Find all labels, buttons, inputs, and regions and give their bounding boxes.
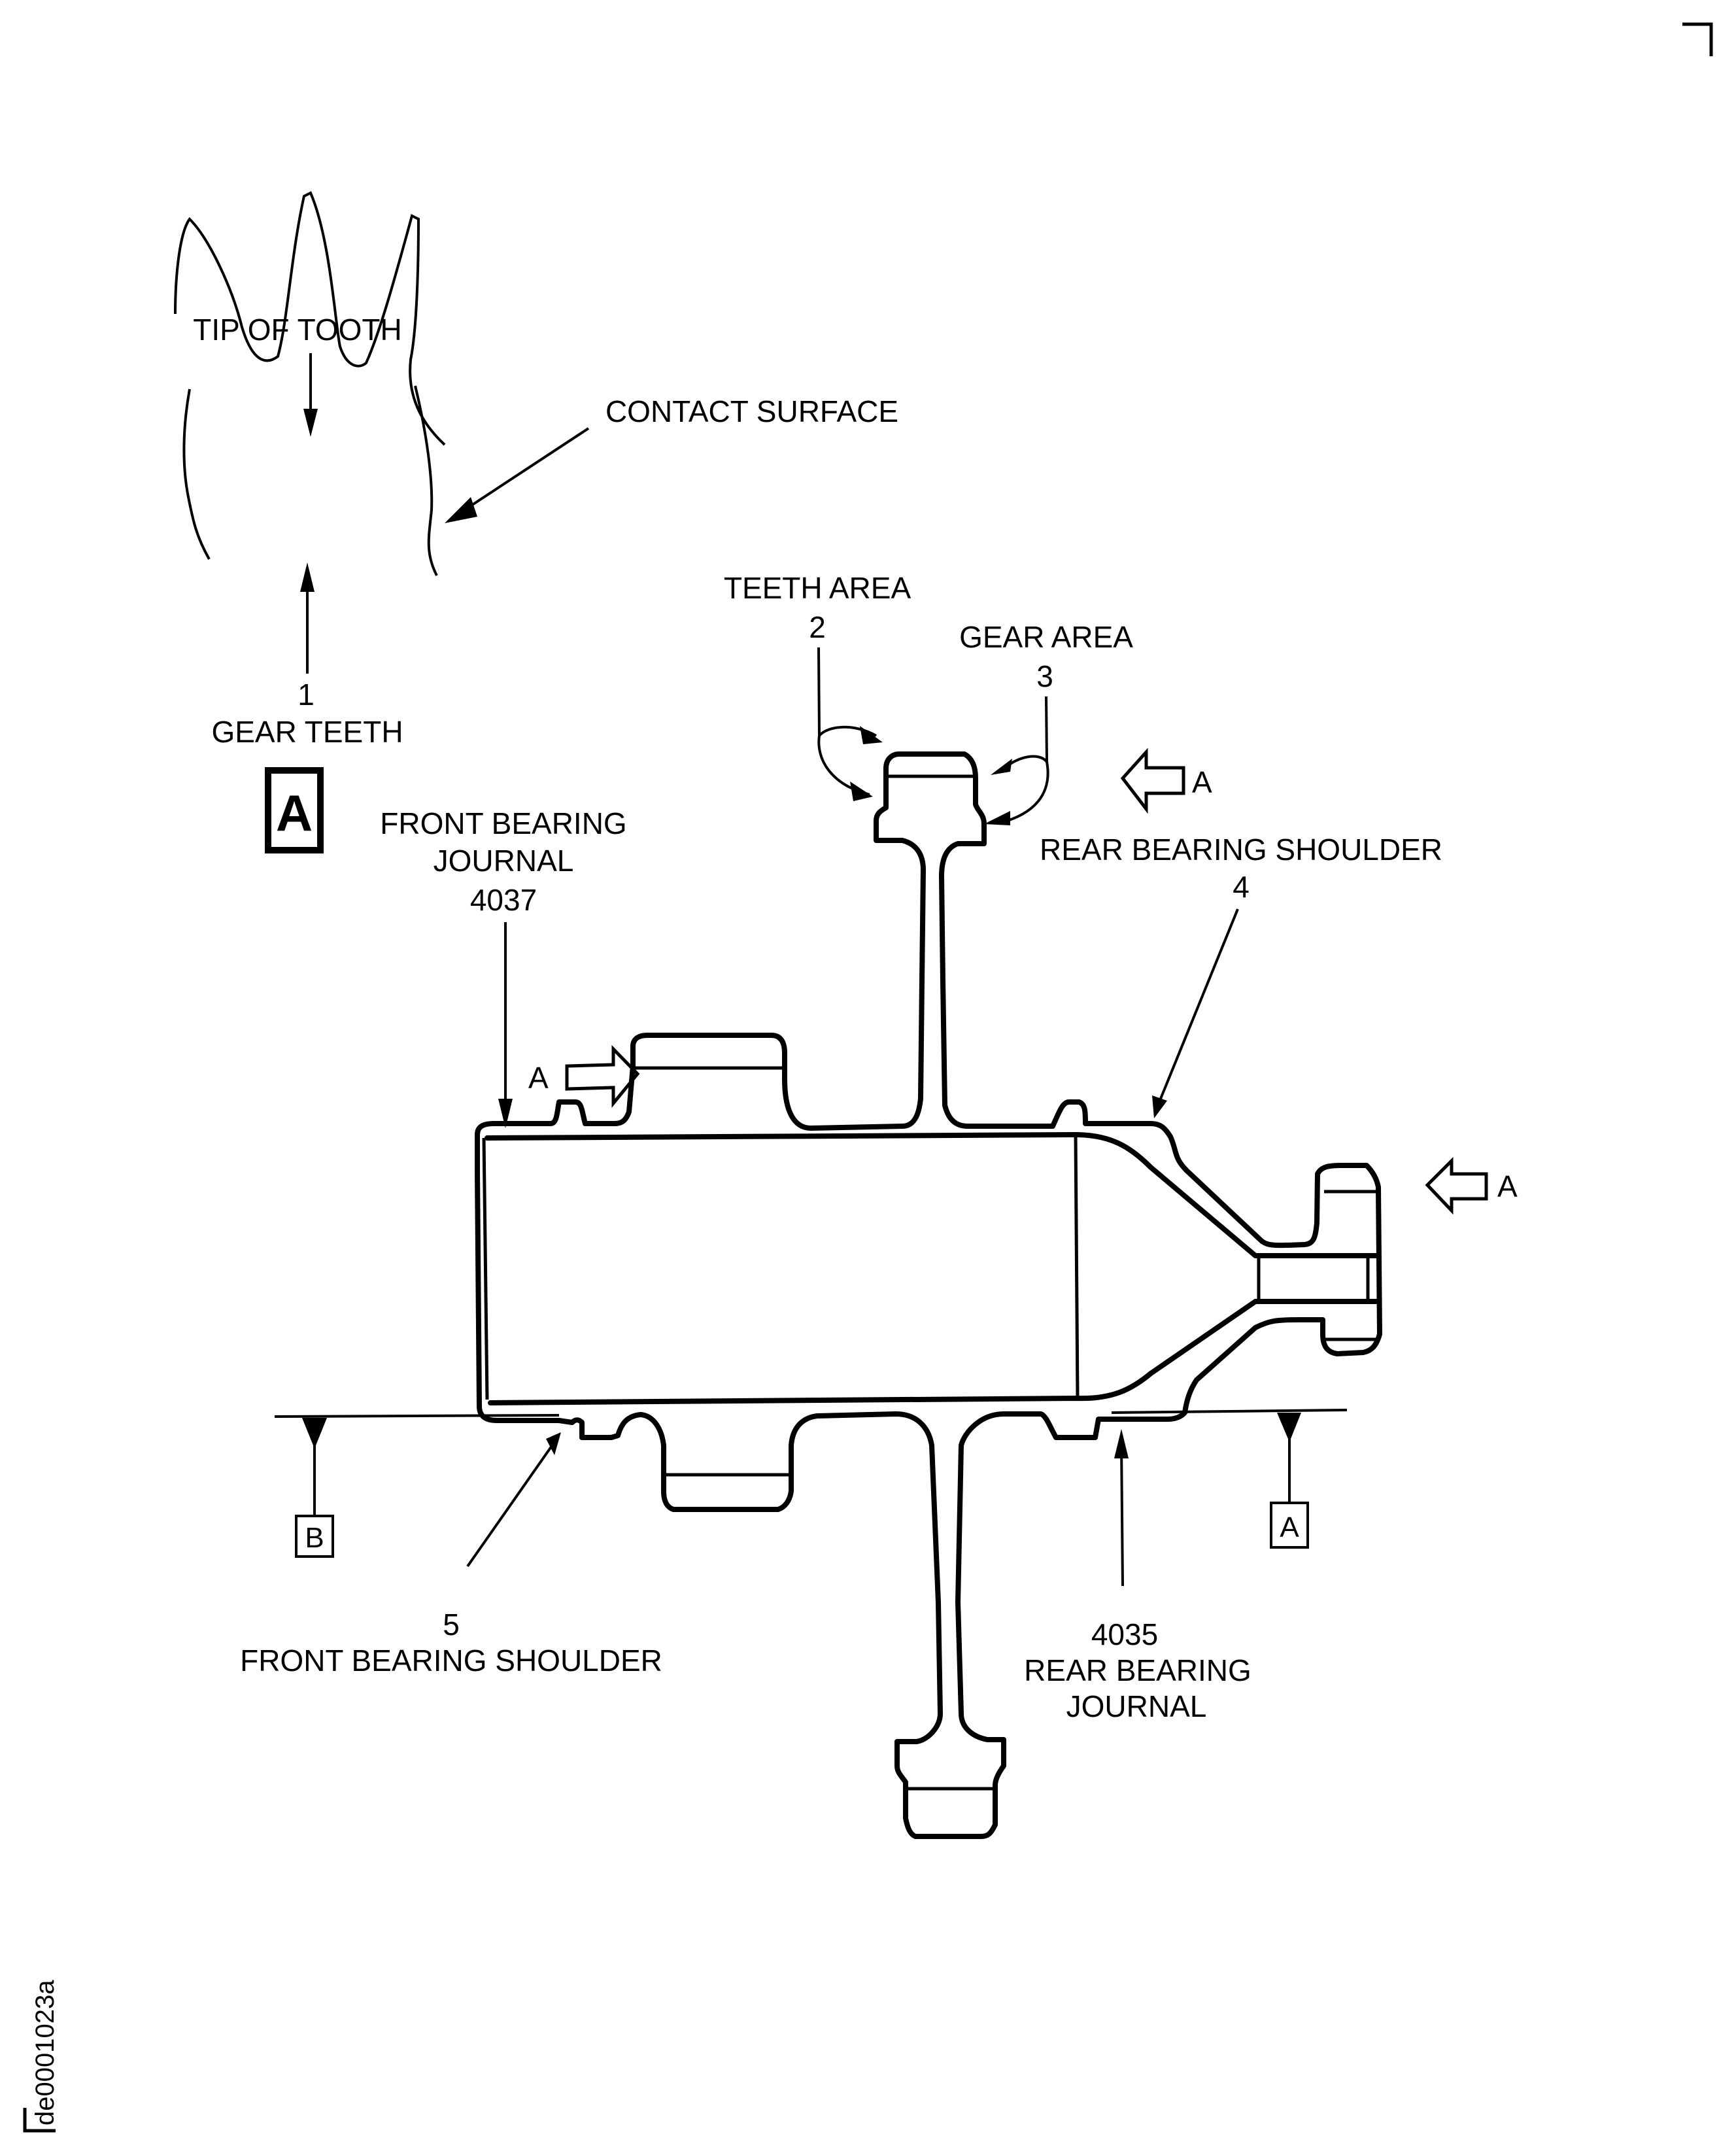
contact-surface-label: CONTACT SURFACE [605,394,898,428]
gear-area-leader [999,696,1049,824]
bore-step-line [1074,1134,1080,1399]
rear-shoulder-arrowhead-icon [1152,1095,1167,1118]
contact-arrowhead-icon [445,497,477,523]
rear-shoulder-leader [1159,908,1239,1099]
rear-journal-arrowhead-icon [1114,1429,1129,1458]
contact-leader [463,427,590,511]
view-arrow-right-end: A [1425,1156,1518,1215]
view-a-marker: A [265,767,324,853]
shaft-body [475,751,1382,1839]
crop-mark-bottom-left [23,2108,56,2133]
front-shoulder-leader [466,1441,556,1568]
teeth-area-label: TEETH AREA [724,571,911,605]
teeth-area-arrowhead-1-icon [860,726,883,744]
bore-top [485,1132,1380,1258]
front-face-inner [482,1137,489,1400]
teeth-area-leader [817,647,877,796]
svg-text:A: A [528,1061,549,1095]
svg-text:A: A [276,784,313,842]
gear-area-arrowhead-1-icon [991,759,1012,775]
bore-bottom [488,1299,1380,1405]
datum-a: A [1111,1409,1348,1549]
gear-area-number: 3 [1036,659,1053,693]
view-arrow-top-right: A [1120,748,1212,814]
svg-text:A: A [1497,1169,1518,1203]
rear-bearing-journal-line1: REAR BEARING [1024,1653,1251,1687]
front-bearing-journal-line2: JOURNAL [434,844,574,878]
front-bearing-journal-number: 4037 [470,883,537,917]
gear-teeth-label: GEAR TEETH [211,715,403,749]
rear-bearing-journal-line2: JOURNAL [1066,1689,1207,1723]
front-bearing-journal-line1: FRONT BEARING [380,806,626,840]
front-journal-arrowhead-icon [498,1099,513,1128]
gear-teeth-detail: TIP OF TOOTH CONTACT SURFACE 1 GEAR TEET… [174,191,898,749]
gear-area-arrowhead-2-icon [984,811,1010,825]
crop-mark-top-right [1682,22,1713,56]
svg-text:A: A [1192,765,1212,799]
svg-text:A: A [1280,1511,1299,1543]
tip-arrowhead-icon [303,409,318,437]
teeth-area-arrowhead-2-icon [850,782,873,801]
gear-teeth-arrowhead-icon [300,562,315,592]
gear-teeth-number: 1 [298,678,315,712]
front-bearing-shoulder-label: FRONT BEARING SHOULDER [240,1644,662,1678]
rear-journal-leader [1120,1441,1124,1587]
rear-bearing-shoulder-number: 4 [1233,870,1250,904]
gear-area-label: GEAR AREA [959,620,1133,654]
rear-bearing-journal-number: 4035 [1091,1617,1158,1651]
rear-bearing-shoulder-label: REAR BEARING SHOULDER [1040,833,1442,867]
teeth-area-number: 2 [809,610,826,644]
figure-id: de0001023a [31,1980,60,2125]
datum-b: B [274,1414,560,1558]
view-arrow-left-hub: A [528,1044,640,1108]
front-shoulder-arrowhead-icon [546,1432,561,1455]
svg-text:B: B [305,1522,324,1554]
tip-of-tooth-label: TIP OF TOOTH [193,313,401,347]
front-bearing-shoulder-number: 5 [443,1608,460,1642]
